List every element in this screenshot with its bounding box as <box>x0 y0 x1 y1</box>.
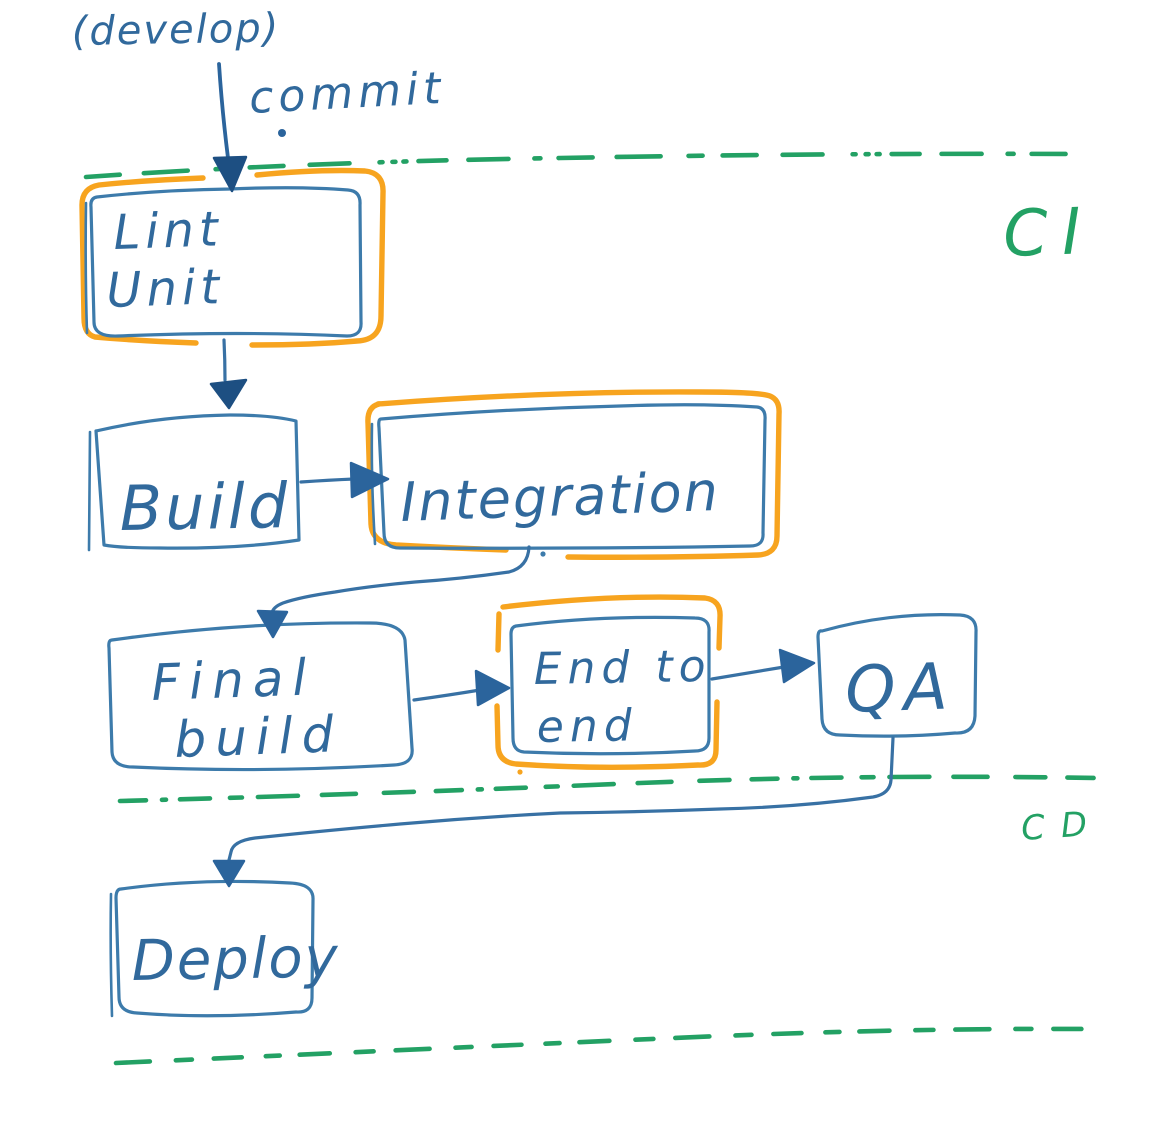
edge-line <box>710 665 786 681</box>
edge-qa-deploy <box>212 736 895 888</box>
node-label: Build <box>119 469 291 545</box>
node-end-to-end: End to end <box>509 615 712 756</box>
highlight-stroke <box>375 389 782 560</box>
highlight-stroke <box>79 175 206 346</box>
highlight-stroke <box>495 611 502 653</box>
node-lint-unit: Lint Unit <box>84 186 363 338</box>
region-divider-middle <box>117 774 1099 804</box>
node-label: Lint <box>112 201 223 261</box>
stray-ink-dot <box>278 129 286 137</box>
node-build: Build <box>87 413 301 552</box>
highlight-stroke <box>494 699 720 770</box>
node-label: Final <box>150 648 316 712</box>
node-label: End to <box>533 641 712 695</box>
edge-finalbuild-endtoend <box>412 669 511 707</box>
stray-ink-dot <box>540 551 546 557</box>
arrowhead-icon <box>209 378 248 410</box>
highlight-stroke <box>249 167 386 348</box>
node-box <box>114 879 315 1018</box>
node-box <box>377 403 767 550</box>
node-label: Integration <box>399 460 721 534</box>
node-box <box>94 413 301 550</box>
arrowhead-icon <box>212 859 246 888</box>
arrowhead-icon <box>212 155 248 193</box>
node-qa: QA <box>816 613 978 738</box>
region-divider-bottom <box>113 1026 1093 1066</box>
highlight-lint-unit <box>79 167 386 348</box>
edge-integration-finalbuild <box>256 545 531 639</box>
edge-endtoend-qa <box>710 648 816 684</box>
region-label-ci: CI <box>1002 195 1096 272</box>
node-box-overstroke <box>109 892 114 1018</box>
arrowhead-icon <box>349 461 390 499</box>
node-label: Unit <box>105 259 225 319</box>
edge-line <box>299 477 356 484</box>
edge-commit <box>212 62 248 193</box>
edge-line <box>270 545 531 615</box>
node-deploy: Deploy <box>109 879 340 1018</box>
highlight-stroke <box>500 594 723 651</box>
edge-label-commit: commit <box>248 63 447 124</box>
node-label: end <box>536 700 638 753</box>
edge-line <box>217 62 230 160</box>
edge-line <box>222 338 227 382</box>
edge-line <box>227 736 895 862</box>
node-box-overstroke <box>87 430 92 552</box>
edge-lint-build <box>209 338 248 410</box>
stray-orange-dot <box>517 769 523 775</box>
edge-line <box>412 688 482 702</box>
arrowhead-icon <box>474 669 511 707</box>
node-box <box>107 621 414 772</box>
node-label: Deploy <box>131 925 340 994</box>
edge-build-integration <box>299 461 390 499</box>
highlight-end-to-end <box>494 594 723 770</box>
node-label: QA <box>844 650 957 728</box>
node-box-overstroke <box>84 201 89 335</box>
node-box <box>509 615 711 756</box>
node-label: build <box>173 705 343 769</box>
arrowhead-icon <box>778 648 816 684</box>
branch-label: (develop) <box>71 5 280 55</box>
arrowhead-icon <box>256 609 289 639</box>
node-final-build: Final build <box>107 621 414 772</box>
node-box <box>816 613 978 738</box>
region-label-cd: CD <box>1020 803 1105 849</box>
node-integration: Integration <box>370 403 767 550</box>
